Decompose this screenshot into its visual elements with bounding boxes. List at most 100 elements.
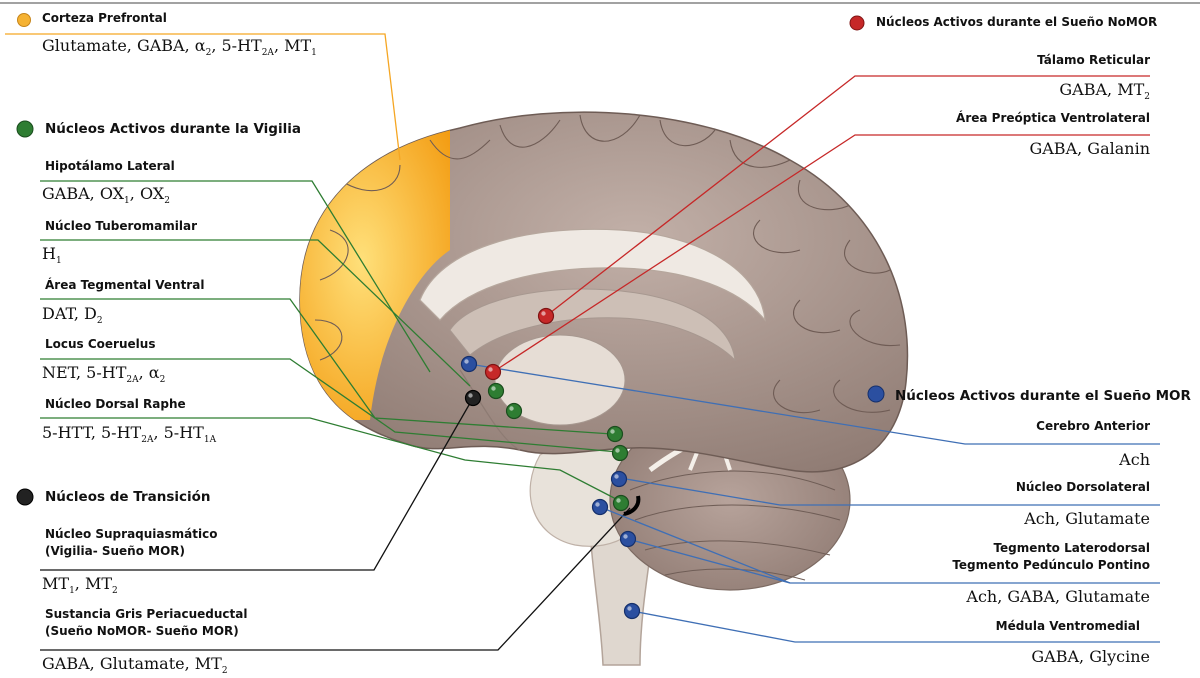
formula-subscript: 1 [55,256,62,266]
thalamus [494,334,626,426]
rem-nucleus-dot-icon [623,602,641,620]
nucleus-markers [460,307,641,620]
wake-item-formula: 5-HTT, 5-HT2A, 5-HT1A [42,423,217,445]
wake-nucleus-dot-icon-highlight [615,448,620,453]
nrem-nucleus-dot-icon [484,363,502,381]
formula-subscript: 1A [203,435,217,445]
rem-item-formula: Ach, Glutamate [1024,509,1150,528]
wake-nucleus-dot-icon [612,494,630,512]
rem-item-name: Cerebro Anterior [1036,419,1150,433]
rem-legend-dot-icon [867,385,885,403]
formula-subscript: 2A [261,48,274,58]
rem-nucleus-dot-icon-highlight [595,502,600,507]
rem-leader-line [619,477,1160,506]
rem-leader-line [631,610,1160,643]
transition-item-name-sub: (Sueño NoMOR- Sueño MOR) [45,624,239,638]
wake-nucleus-dot-icon [487,382,505,400]
formula-subscript: 2 [205,48,212,58]
transition-nucleus-dot-icon [464,389,482,407]
wake-nucleus-dot-icon-highlight [491,386,496,391]
rem-nucleus-dot-icon [610,470,628,488]
periaqueductal-marker-arc [623,495,641,516]
wake-nucleus-dot-icon [606,425,624,443]
prefrontal-legend-dot-icon [17,13,31,27]
rem-nucleus-dot-icon-highlight [614,474,619,479]
corteza-prefrontal-formula: Glutamate, GABA, α2, 5-HT2A, MT1 [42,36,317,58]
wake-item-name: Área Tegmental Ventral [45,278,205,292]
wake-nucleus-dot-icon [611,444,629,462]
nrem-section-title: Núcleos Activos durante el Sueño NoMOR [876,15,1158,29]
nrem-nucleus-dot-icon [537,307,555,325]
nrem-item-formula: GABA, Galanin [1029,139,1150,158]
rem-nucleus-dot-icon [619,530,637,548]
wake-item-formula: DAT, D2 [42,304,103,326]
cerebrum [299,111,909,473]
wake-item-name: Núcleo Dorsal Raphe [45,397,186,411]
transition-item-name: Sustancia Gris Periacueductal [45,607,248,621]
transition-section-title: Núcleos de Transición [45,489,211,505]
formula-subscript: 1 [69,586,75,596]
rem-item-name: Médula Ventromedial [995,619,1140,633]
rem-item-name-sub: Tegmento Pedúnculo Pontino [952,558,1150,572]
nrem-leader-line [545,75,1150,317]
wake-section-title: Núcleos Activos durante la Vigilia [45,121,301,137]
formula-subscript: 2 [112,586,118,596]
transition-item-formula: GABA, Glutamate, MT2 [42,654,228,676]
rem-nucleus-dot-icon [460,355,478,373]
transition-leader-line [40,507,631,651]
nrem-leader-line [492,134,1150,373]
wake-nucleus-dot-icon-highlight [616,498,621,503]
formula-subscript: 2 [164,196,170,206]
formula-subscript: 2 [1144,92,1150,102]
prefrontal-leader-line [5,33,401,161]
corpus-callosum [419,228,766,322]
rem-nucleus-dot-icon-highlight [464,359,469,364]
transition-item-name: Núcleo Supraquiasmático [45,527,218,541]
cingulate-region [449,288,736,362]
rem-item-formula: Ach [1119,450,1150,469]
wake-item-name: Núcleo Tuberomamilar [45,219,198,233]
transition-nucleus-dot-icon-highlight [468,393,473,398]
nrem-legend-dot-icon [849,15,865,31]
wake-leader-line [40,298,613,435]
rem-nucleus-dot-icon-highlight [627,606,632,611]
formula-subscript: 2A [126,375,139,385]
nrem-item-name: Tálamo Reticular [1037,53,1150,67]
rem-leader-line [468,363,1160,445]
nrem-nucleus-dot-icon-highlight [488,367,493,372]
wake-item-formula: GABA, OX1, OX2 [42,184,170,206]
formula-subscript: 1 [124,196,130,206]
transition-legend-dot-icon [16,488,34,506]
wake-nucleus-dot-icon [505,402,523,420]
transition-leader-line [40,397,474,571]
nrem-nucleus-dot-icon-highlight [541,311,546,316]
rem-item-formula: GABA, Glycine [1031,647,1150,666]
formula-subscript: 2 [221,666,228,676]
wake-item-name: Hipotálamo Lateral [45,159,175,173]
transition-item-formula: MT1, MT2 [42,574,118,596]
formula-subscript: 2 [159,375,166,385]
formula-subscript: 2 [96,316,103,326]
rem-section-title: Núcleos Activos durante el Sueño MOR [895,388,1191,404]
wake-item-formula: H1 [42,244,62,266]
formula-subscript: 2A [141,435,154,445]
rem-nucleus-dot-icon-highlight [623,534,628,539]
corteza-prefrontal-title: Corteza Prefrontal [42,11,167,25]
wake-leader-line [40,358,619,453]
wake-item-name: Locus Coeruelus [45,337,156,351]
wake-leader-line [40,417,619,501]
wake-leader-line [40,239,471,387]
wake-nucleus-dot-icon-highlight [610,429,615,434]
transition-item-name-sub: (Vigilia- Sueño MOR) [45,544,186,558]
wake-legend-dot-icon [16,120,34,138]
rem-item-name: Núcleo Dorsolateral [1015,480,1150,494]
wake-item-formula: NET, 5-HT2A, α2 [42,363,166,385]
nrem-item-name: Área Preóptica Ventrolateral [956,111,1150,125]
formula-subscript: 1 [311,48,317,58]
wake-leader-line [40,180,431,373]
wake-nucleus-dot-icon-highlight [509,406,514,411]
rem-item-formula: Ach, GABA, Glutamate [966,587,1150,606]
nrem-item-formula: GABA, MT2 [1059,80,1150,102]
